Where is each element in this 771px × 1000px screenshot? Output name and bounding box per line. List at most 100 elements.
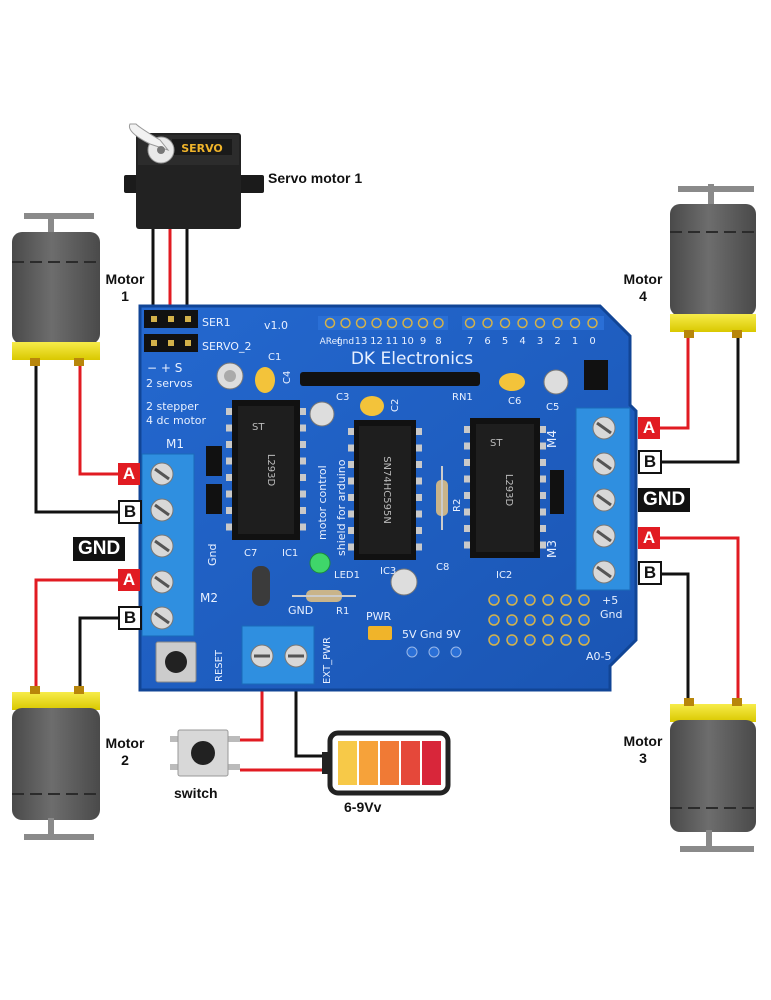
- c6-label: C6: [508, 396, 521, 407]
- motor1-wire-red: [78, 362, 118, 476]
- c2-label: C2: [390, 399, 401, 412]
- c8-label: C8: [436, 562, 449, 573]
- ic1-maker: ST: [252, 422, 265, 433]
- motor3-terminal-a-tag: A: [638, 527, 660, 549]
- left-terminal-block: [141, 453, 195, 637]
- motor-4-number: 4: [639, 288, 647, 304]
- header-pin-label: 5: [502, 336, 508, 347]
- motor-1-number: 1: [121, 288, 129, 304]
- header-pin-label: 0: [589, 336, 595, 347]
- motor-3-word: Motor: [623, 733, 663, 749]
- motor1-terminal-a-tag: A: [118, 463, 140, 485]
- motor-1-word: Motor: [105, 271, 145, 287]
- c3-label: C3: [336, 392, 349, 403]
- ic3-part-number: SN74HC595N: [381, 456, 392, 524]
- board-vertical-text-2: shield for arduino: [335, 459, 348, 556]
- ext-pwr-terminal: [241, 625, 315, 685]
- push-switch: [170, 729, 240, 777]
- header-pin-hole: [324, 317, 336, 329]
- motor3-terminal-b-tag: B: [638, 561, 662, 585]
- ic2-maker: ST: [490, 438, 503, 449]
- m3-label: M3: [545, 540, 559, 558]
- motor1-wire-black: [34, 362, 118, 514]
- board-version: v1.0: [264, 319, 288, 332]
- header-pin-hole: [517, 317, 528, 329]
- motor4-wire-black: [660, 338, 740, 464]
- board-vertical-text-1: motor control: [316, 465, 329, 540]
- r1-label: R1: [336, 606, 349, 617]
- motor-4: [670, 184, 756, 338]
- ser1-label: SER1: [202, 316, 231, 329]
- header-pin-hole: [587, 317, 598, 329]
- motor2-terminal-b-tag: B: [118, 606, 142, 630]
- ic3-chip: SN74HC595N: [348, 420, 422, 560]
- motor-3-number: 3: [639, 750, 647, 766]
- servo2-label: SERVO_2: [202, 340, 251, 353]
- header-pin-label: 10: [401, 336, 414, 347]
- switch-label: switch: [174, 785, 218, 801]
- header-pin-hole: [534, 317, 546, 329]
- ext-pwr-label: EXT_PWR: [322, 637, 333, 684]
- header-pin-label: 2: [554, 336, 560, 347]
- header-pin-hole: [464, 317, 476, 329]
- rn1-label: RN1: [452, 392, 473, 403]
- header-pin-label: 6: [484, 336, 490, 347]
- c1-label: C1: [268, 352, 281, 363]
- header-pin-hole: [433, 317, 444, 329]
- top-header-pins: [318, 316, 604, 330]
- header-pin-label: 9: [420, 336, 426, 347]
- servo-motor-1-label: Servo motor 1: [268, 170, 363, 186]
- motor-3-label: Motor 3: [618, 733, 668, 767]
- header-pin-label: 12: [370, 336, 383, 347]
- reset-label: RESET: [214, 649, 225, 682]
- led1-label: LED1: [334, 570, 360, 581]
- header-pin-label: 1: [572, 336, 578, 347]
- servo-pin-signs: − + S: [147, 361, 182, 375]
- header-pin-hole: [482, 317, 493, 329]
- motor-2-word: Motor: [105, 735, 145, 751]
- header-pin-label: 13: [355, 336, 368, 347]
- header-pin-hole: [402, 317, 413, 329]
- plus5-label: +5: [602, 594, 618, 607]
- gnd-right-label: Gnd: [600, 608, 622, 621]
- header-pin-hole: [340, 317, 351, 329]
- gnd-left-label: Gnd: [206, 544, 219, 566]
- header-pin-hole: [371, 317, 382, 329]
- header-pin-label: 8: [435, 336, 441, 347]
- motor-4-word: Motor: [623, 271, 663, 287]
- motor-2-number: 2: [121, 752, 129, 768]
- motor3-wire-red: [660, 536, 740, 698]
- motor2-wire-black: [78, 616, 118, 690]
- ext-pwr-wire-black: [294, 684, 322, 758]
- motor-2-label: Motor 2: [100, 735, 150, 769]
- right-gnd-tag: GND: [638, 488, 691, 512]
- c5-label: C5: [546, 402, 559, 413]
- right-terminal-block: [575, 407, 631, 591]
- header-pin-hole: [552, 317, 563, 329]
- header-pin-label: 7: [467, 336, 473, 347]
- motor4-terminal-b-tag: B: [638, 450, 662, 474]
- ext-pwr-wire-red: [240, 684, 264, 742]
- ic1-chip: L293D ST: [226, 400, 306, 540]
- motor-3: [670, 698, 756, 852]
- motor4-terminal-a-tag: A: [638, 417, 660, 439]
- m1-label: M1: [166, 437, 184, 451]
- motor3-wire-black: [660, 572, 690, 698]
- servo-headers: [144, 310, 198, 352]
- ic2-chip: L293D ST: [464, 418, 546, 558]
- servo-brand-text: SERVO: [181, 142, 223, 155]
- pwr-label: PWR: [366, 610, 392, 623]
- header-pin-label: gnd: [337, 337, 354, 347]
- board-brand: DK Electronics: [351, 349, 473, 369]
- header-pin-label: 4: [519, 336, 525, 347]
- gnd-bottom-label: GND: [288, 604, 313, 617]
- motor-1: [12, 213, 100, 366]
- a0-5-label: A0-5: [586, 650, 612, 663]
- motor-4-label: Motor 4: [618, 271, 668, 305]
- m4-label: M4: [545, 430, 559, 448]
- motor2-terminal-a-tag: A: [118, 569, 140, 591]
- header-pin-hole: [569, 317, 581, 329]
